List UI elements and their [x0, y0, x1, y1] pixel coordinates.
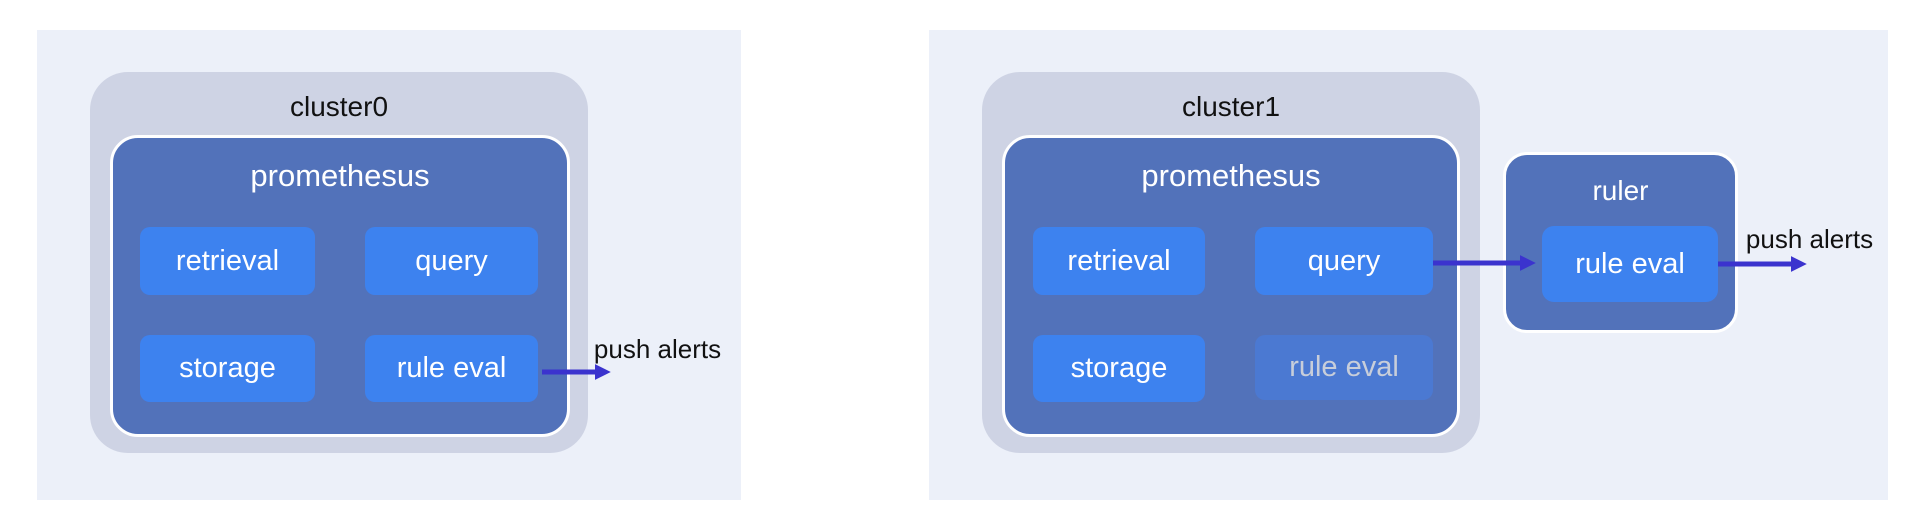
ruler-label: ruler: [1592, 175, 1649, 206]
cluster1-promethesus-label: promethesus: [1141, 158, 1321, 193]
cluster0-promethesus-label: promethesus: [250, 158, 430, 193]
cluster1-retrieval-box: retrieval: [1033, 227, 1205, 295]
cluster1-storage-box: storage: [1033, 335, 1205, 402]
cluster1-label: cluster1: [1181, 91, 1281, 122]
cluster1-rule-eval-box-disabled: rule eval: [1255, 335, 1433, 400]
ruler-rule-eval-box: rule eval: [1542, 226, 1718, 302]
cluster0-rule-eval-box: rule eval: [365, 335, 538, 402]
cluster0-retrieval-box: retrieval: [140, 227, 315, 295]
cluster0-storage-box: storage: [140, 335, 315, 402]
cluster0-label: cluster0: [289, 91, 389, 122]
cluster0-push-alerts-label: push alerts: [593, 333, 722, 364]
cluster0-query-box: query: [365, 227, 538, 295]
cluster1-query-box: query: [1255, 227, 1433, 295]
cluster1-push-alerts-label: push alerts: [1745, 223, 1874, 254]
